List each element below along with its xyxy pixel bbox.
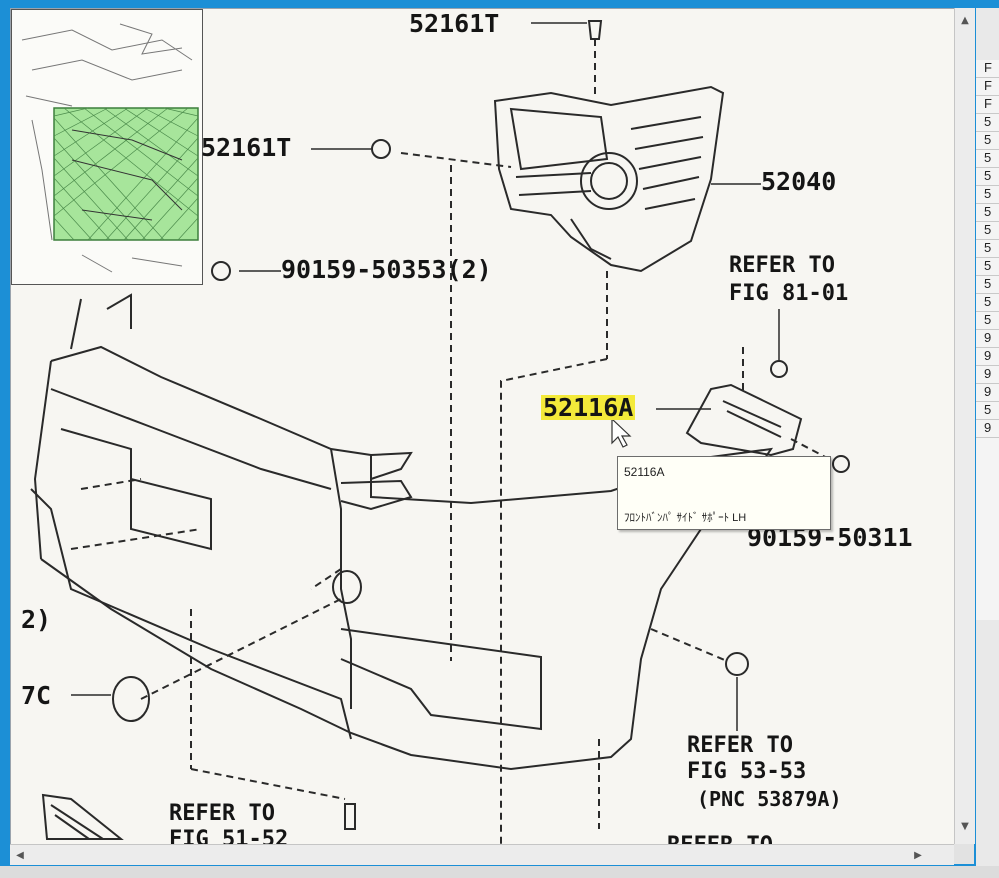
tooltip-part-code: 52116A xyxy=(624,465,665,479)
parts-list-row[interactable]: 9 xyxy=(976,330,999,348)
parts-diagram[interactable] xyxy=(11,9,955,845)
parts-list-row[interactable]: 5 xyxy=(976,114,999,132)
scroll-down-arrow-icon[interactable]: ▼ xyxy=(961,820,969,832)
scroll-right-arrow-icon[interactable]: ▶ xyxy=(914,849,922,861)
parts-list-row[interactable]: 5 xyxy=(976,222,999,240)
scrollbar-corner xyxy=(954,844,974,864)
dashed-assembly-lines xyxy=(70,39,834,845)
side-support-drawing xyxy=(685,383,803,457)
parts-list-row[interactable]: 5 xyxy=(976,186,999,204)
refer-to-bottom[interactable]: REFER TO xyxy=(667,833,773,846)
part-label-52161T-top[interactable]: 52161T xyxy=(409,9,500,38)
overview-minimap[interactable] xyxy=(11,9,203,285)
parts-list-row[interactable]: 5 xyxy=(976,168,999,186)
parts-list-row[interactable]: 5 xyxy=(976,132,999,150)
fog-lamp-bracket-drawing xyxy=(493,85,725,273)
refer-to-fig-53-53-line1[interactable]: REFER TO xyxy=(687,733,793,758)
parts-list-row[interactable]: 5 xyxy=(976,150,999,168)
leader-lines xyxy=(71,22,780,731)
parts-list-row[interactable]: 5 xyxy=(976,204,999,222)
part-label-52116A-highlighted[interactable]: 52116A xyxy=(541,393,636,422)
parts-list-row[interactable]: 5 xyxy=(976,294,999,312)
parts-list-row[interactable]: 5 xyxy=(976,402,999,420)
refer-to-fig-53-53-line2[interactable]: FIG 53-53 xyxy=(687,759,807,784)
bolt-drawings xyxy=(211,20,850,830)
part-label-90159-50353[interactable]: 90159-50353(2) xyxy=(281,255,492,284)
refer-to-pnc-53879a[interactable]: (PNC 53879A) xyxy=(697,787,842,811)
refer-to-fig-81-01-line2[interactable]: FIG 81-01 xyxy=(729,281,849,306)
parts-list-row[interactable]: 5 xyxy=(976,276,999,294)
vertical-scrollbar[interactable]: ▲ ▼ xyxy=(954,8,975,844)
parts-list-row[interactable]: 9 xyxy=(976,366,999,384)
parts-list-row[interactable]: 5 xyxy=(976,258,999,276)
parts-list-row[interactable]: F xyxy=(976,60,999,78)
parts-list-row[interactable]: 5 xyxy=(976,240,999,258)
tooltip-part-name: ﾌﾛﾝﾄﾊﾞﾝﾊﾟ ｻｲﾄﾞ ｻﾎﾟｰﾄ LH xyxy=(624,512,747,524)
parts-list-row[interactable]: 9 xyxy=(976,348,999,366)
part-label-left-2[interactable]: 2) xyxy=(21,605,52,634)
bottom-status-strip xyxy=(0,866,999,878)
refer-to-fig-51-52-line1[interactable]: REFER TO xyxy=(169,801,275,826)
bottom-left-piece xyxy=(41,793,124,840)
part-label-left-7c[interactable]: 7C xyxy=(21,681,52,710)
parts-list-row[interactable]: 5 xyxy=(976,312,999,330)
horizontal-scrollbar[interactable]: ◀ ▶ xyxy=(10,844,954,865)
scroll-up-arrow-icon[interactable]: ▲ xyxy=(961,14,969,26)
scroll-left-arrow-icon[interactable]: ◀ xyxy=(16,849,24,861)
part-label-52161T[interactable]: 52161T xyxy=(201,133,292,162)
mouse-cursor-icon xyxy=(611,417,632,448)
part-tooltip: 52116A ﾌﾛﾝﾄﾊﾞﾝﾊﾟ ｻｲﾄﾞ ｻﾎﾟｰﾄ LH xyxy=(617,456,831,530)
refer-to-fig-51-52-line2[interactable]: FIG 51-52 xyxy=(169,827,289,846)
refer-to-fig-81-01-line1[interactable]: REFER TO xyxy=(729,253,835,278)
parts-list-row[interactable]: F xyxy=(976,96,999,114)
parts-list-row[interactable]: 9 xyxy=(976,384,999,402)
part-label-52040[interactable]: 52040 xyxy=(761,167,837,196)
parts-list-row[interactable]: 9 xyxy=(976,420,999,438)
parts-list-row[interactable]: F xyxy=(976,78,999,96)
diagram-viewer[interactable]: 52161T 52161T 52040 90159-50353(2) 52116… xyxy=(10,8,956,846)
